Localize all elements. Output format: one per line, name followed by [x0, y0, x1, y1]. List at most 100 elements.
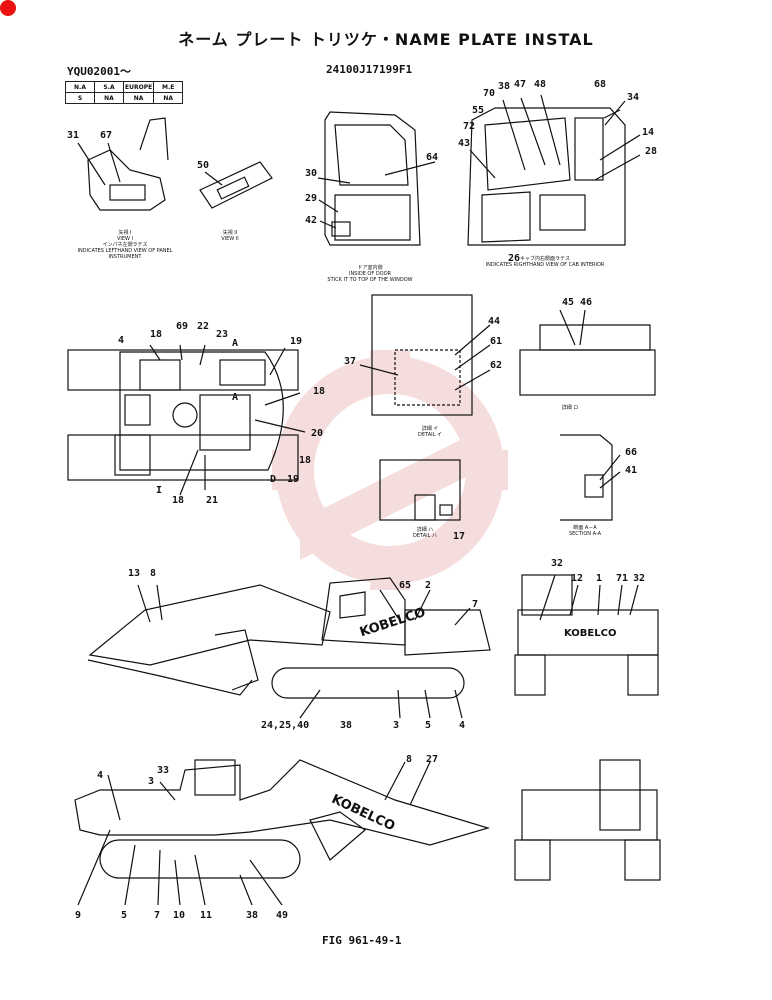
view-i-sub-en: INDICATES LEFTHAND VIEW OF PANEL INSTRUM…: [77, 248, 173, 260]
view-mark-i: I: [156, 485, 163, 496]
callout-9: 9: [75, 910, 82, 921]
callout-18: 18: [172, 495, 185, 506]
market-value: NA: [153, 92, 184, 104]
view-i-sub-jp: インパネ左側ラテス: [102, 242, 148, 248]
callout-32: 32: [633, 573, 646, 584]
door-sub: STICK IT TO TOP OF THE WINDOW: [327, 277, 413, 283]
callout-41: 41: [625, 465, 638, 476]
callout-30: 30: [305, 168, 318, 179]
callout-70: 70: [483, 88, 496, 99]
callout-33: 33: [157, 765, 170, 776]
callout-38: 38: [246, 910, 259, 921]
callout-44: 44: [488, 316, 501, 327]
callout-29: 29: [305, 193, 318, 204]
detail-ha-drawing: [379, 459, 461, 521]
detail-ha-title-jp: 詳細 ハ: [416, 527, 434, 533]
view-i-title-jp: 矢視 I: [118, 230, 132, 236]
callout-3: 3: [393, 720, 400, 731]
market-value: NA: [122, 92, 155, 104]
detail-ha-title-en: DETAIL ハ: [413, 533, 437, 539]
section-caption: 断面 A－A SECTION A-A: [555, 525, 615, 537]
view-ii-panel-drawing: [199, 161, 273, 209]
callout-4: 4: [97, 770, 104, 781]
callout-68: 68: [594, 79, 607, 90]
callout-5: 5: [425, 720, 432, 731]
cab-caption: キャブ内右側面ラテス INDICATES RIGHTHAND VIEW OF C…: [470, 256, 620, 268]
callout-11: 11: [200, 910, 213, 921]
top-view-machine-drawing: [67, 344, 306, 496]
front-view-drawing: [514, 759, 661, 881]
callout-8: 8: [406, 754, 413, 765]
callout-38: 38: [498, 81, 511, 92]
callout-23: 23: [216, 329, 229, 340]
door-title-jp: ドア室内側: [357, 265, 383, 271]
brand-logo-rear: KOBELCO: [564, 628, 616, 639]
callout-50: 50: [197, 160, 210, 171]
view-ii-caption: 矢視 II VIEW II: [205, 230, 255, 242]
door-caption: ドア室内側 INSIDE OF DOOR STICK IT TO TOP OF …: [320, 265, 420, 283]
callout-18: 18: [150, 329, 163, 340]
market-table: N.A S.A EUROPE M.E S NA NA NA: [65, 81, 184, 104]
watermark-logo: [272, 350, 508, 590]
view-ii-title-en: VIEW II: [221, 236, 239, 242]
callout-1: 1: [596, 573, 603, 584]
callout-14: 14: [642, 127, 655, 138]
callout-10: 10: [173, 910, 186, 921]
callout-12: 12: [571, 573, 584, 584]
door-title-en: INSIDE OF DOOR: [348, 271, 392, 277]
callout-17: 17: [453, 531, 466, 542]
detail-mark-d: D: [270, 474, 277, 485]
detail-i-title-en: DETAIL イ: [418, 432, 442, 438]
detail-ro-drawing: [519, 309, 656, 396]
callout-47: 47: [514, 79, 527, 90]
callout-26: 26: [508, 253, 521, 264]
serial-range: YQU02001～: [67, 65, 131, 78]
callout-31: 31: [67, 130, 80, 141]
callout-65: 65: [399, 580, 412, 591]
section-mark-a: A: [232, 338, 239, 349]
callout-38: 38: [340, 720, 353, 731]
view-i-caption: 矢視 I VIEW I インパネ左側ラテス INDICATES LEFTHAND…: [70, 230, 180, 260]
detail-i-drawing: [359, 294, 491, 416]
callout-4: 4: [118, 335, 125, 346]
callout-3: 3: [148, 776, 155, 787]
corner-badge: [0, 0, 16, 16]
figure-number: FIG 961-49-1: [322, 934, 402, 947]
callout-46: 46: [580, 297, 593, 308]
callout-5: 5: [121, 910, 128, 921]
view-i-title-en: VIEW I: [116, 236, 134, 242]
callout-7: 7: [154, 910, 161, 921]
callout-19: 19: [287, 474, 300, 485]
detail-i-title-jp: 詳細 イ: [421, 426, 439, 432]
callout-34: 34: [627, 92, 640, 103]
rear-view-drawing: [514, 574, 659, 696]
part-number: 24100J17199F1: [326, 63, 413, 76]
cab-title-en: INDICATES RIGHTHAND VIEW OF CAB INTERIOR: [485, 262, 605, 268]
callout-49: 49: [276, 910, 289, 921]
callout-67: 67: [100, 130, 113, 141]
callout-37: 37: [344, 356, 357, 367]
callout-20: 20: [311, 428, 324, 439]
section-mark-a: A: [232, 392, 239, 403]
page-title: ネーム プレート トリツケ・NAME PLATE INSTAL: [178, 30, 594, 49]
callout-64: 64: [426, 152, 439, 163]
callout-21: 21: [206, 495, 219, 506]
callout-28: 28: [645, 146, 658, 157]
callout-69: 69: [176, 321, 189, 332]
callout-48: 48: [534, 79, 547, 90]
side-view-right-drawing: [87, 577, 491, 719]
callout-8: 8: [150, 568, 157, 579]
callout-13: 13: [128, 568, 141, 579]
callout-45: 45: [562, 297, 575, 308]
side-view-left-drawing: [74, 759, 491, 906]
callout-42: 42: [305, 215, 318, 226]
market-value: S: [65, 92, 95, 104]
callout-43: 43: [458, 138, 471, 149]
cab-interior-drawing: [467, 94, 641, 246]
callout-18: 18: [299, 455, 312, 466]
door-inside-drawing: [317, 111, 436, 246]
callout-18: 18: [313, 386, 326, 397]
detail-ha-caption: 詳細 ハ DETAIL ハ: [400, 527, 450, 539]
callout-4: 4: [459, 720, 466, 731]
